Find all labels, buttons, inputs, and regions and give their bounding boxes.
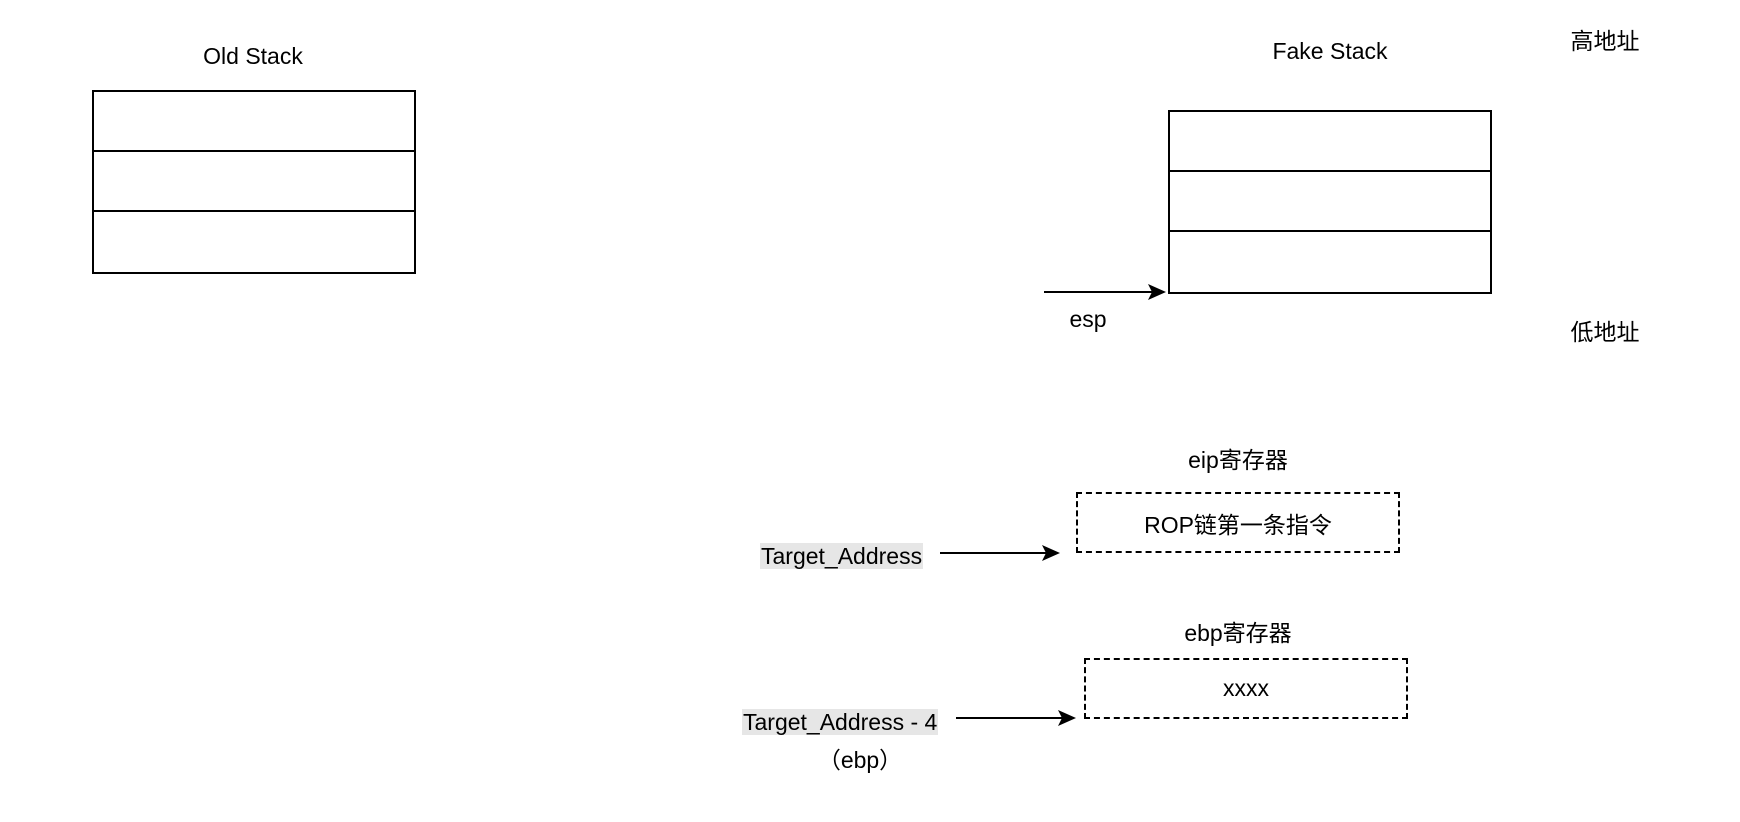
target-address-minus4-arrow <box>956 710 1076 726</box>
old-stack-title: Old Stack <box>203 43 303 69</box>
high-address-label: 高地址 <box>1570 28 1640 54</box>
low-address-label: 低地址 <box>1570 319 1640 345</box>
fake-stack-slot <box>1170 172 1490 232</box>
target-address-minus4-label: Target_Address - 4 <box>742 708 939 736</box>
target-address-minus4-text: Target_Address - 4 <box>742 709 939 735</box>
ebp-note: （ebp） <box>817 747 903 773</box>
eip-register-title: eip寄存器 <box>1188 447 1288 473</box>
eip-register-box: ROP链第一条指令 <box>1076 492 1400 553</box>
ebp-register-value: xxxx <box>1223 675 1269 701</box>
esp-arrow <box>1044 284 1166 300</box>
target-address-text: Target_Address <box>760 543 924 569</box>
old-stack-slot <box>94 92 414 152</box>
eip-register-value: ROP链第一条指令 <box>1144 511 1332 538</box>
ebp-register-box: xxxx <box>1084 658 1408 719</box>
old-stack-slot <box>94 152 414 212</box>
esp-label: esp <box>1069 306 1107 332</box>
target-address-label: Target_Address <box>760 542 924 570</box>
fake-stack-title: Fake Stack <box>1272 38 1388 64</box>
target-address-arrow <box>940 545 1060 561</box>
fake-stack-slot <box>1170 112 1490 172</box>
old-stack <box>92 90 416 274</box>
fake-stack <box>1168 110 1492 294</box>
ebp-register-title: ebp寄存器 <box>1184 620 1292 646</box>
